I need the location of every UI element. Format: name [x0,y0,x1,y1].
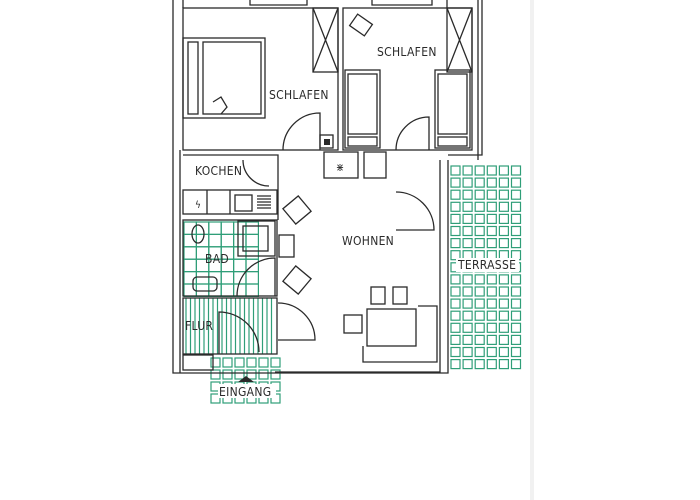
room-label-terrasse: TERRASSE [457,258,516,272]
room-label-schlafen-right: SCHLAFEN [377,45,437,59]
living-room: WOHNEN [277,191,438,363]
sideboard [362,305,438,363]
door [236,257,276,297]
room-label-eingang: EINGANG [219,385,271,399]
armchair [281,194,313,226]
room-label-bad: BAD [205,252,229,266]
chair [343,314,363,334]
shower [237,220,276,257]
paper-edge [530,0,534,500]
wardrobe [312,7,339,73]
single-bed [434,69,471,149]
door [282,112,321,151]
table [278,234,295,258]
chair [370,286,386,305]
door [242,159,270,187]
room-label-wohnen: WOHNEN [342,234,394,248]
room-label-flur: FLUR [185,319,213,333]
bath: BAD [182,219,278,297]
wardrobe [446,7,473,73]
entrance-tiles [210,357,281,404]
sink [192,276,218,292]
entrance-arrow-icon [238,376,254,382]
double-bed [182,37,266,119]
room-label-schlafen-left: SCHLAFEN [269,88,329,102]
terrace-door [395,191,435,231]
shaft: ⋇ [323,151,387,179]
door [277,302,316,341]
chair [348,13,374,37]
svg-text:⋇: ⋇ [336,161,344,174]
single-bed [344,69,381,149]
hall: FLUR [182,297,278,371]
kitchen: ϟ KOCHEN [182,154,279,220]
bedroom-right: SCHLAFEN [342,7,473,151]
dining-table [366,308,417,347]
outer-walls [172,0,483,374]
entry-door [218,311,260,354]
door [395,116,430,151]
armchair [281,264,313,296]
tile-grids [183,165,522,404]
chair [392,286,408,305]
bedroom-left: SCHLAFEN [182,7,339,151]
svg-text:ϟ: ϟ [195,200,201,211]
room-label-kochen: KOCHEN [195,164,242,178]
hall-tiles [185,298,273,354]
toilet [191,224,205,244]
